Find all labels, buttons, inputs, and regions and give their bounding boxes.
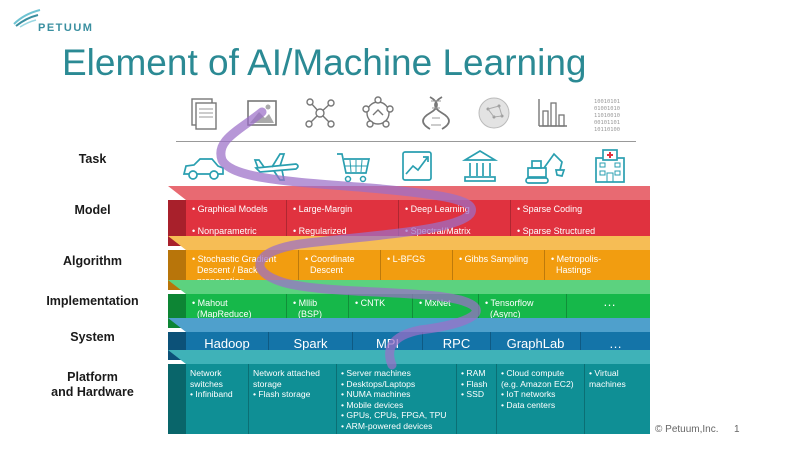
platform-layer: Network switches • Infiniband Network at… — [168, 350, 650, 434]
platform-layer-side — [168, 364, 186, 434]
platform-item: (e.g. Amazon EC2) — [501, 378, 574, 389]
platform-cell-storage: Network attached storage • Flash storage — [248, 364, 336, 434]
system-cell-more: … — [580, 332, 650, 360]
platform-item: • NUMA machines — [341, 389, 411, 400]
row-label-model: Model — [74, 203, 111, 217]
platform-item: • ARM-powered devices — [341, 420, 433, 431]
brand-name: PETUUM — [38, 22, 94, 34]
platform-item: • Cloud compute — [501, 368, 565, 378]
platform-cell-cloud: • Cloud compute (e.g. Amazon EC2) • IoT … — [496, 364, 584, 434]
algorithm-cell: • Gibbs Sampling — [452, 250, 544, 290]
platform-item: • RAM — [461, 368, 486, 378]
platform-cell-virtual: • Virtual machines — [584, 364, 650, 434]
platform-item: • GPUs, CPUs, FPGA, TPU — [341, 410, 447, 421]
bar-chart-icon — [538, 99, 567, 127]
hospital-icon — [595, 149, 625, 183]
implementation-cell: • CNTK — [348, 294, 412, 328]
shopping-cart-icon — [337, 153, 371, 183]
platform-item: • Data centers — [501, 399, 556, 410]
petuum-logo: PETUUM — [12, 8, 102, 38]
platform-cell-memory: • RAM • Flash • SSD — [456, 364, 496, 434]
globe-icon — [478, 97, 510, 129]
platform-item: • IoT networks — [501, 389, 556, 400]
system-layer-top — [168, 318, 650, 332]
excavator-icon — [525, 152, 566, 184]
dna-icon — [422, 96, 450, 130]
svg-text:10110100: 10110100 — [594, 127, 620, 133]
row-label-algorithm: Algorithm — [62, 254, 123, 268]
trading-chart-icon — [402, 151, 432, 181]
neural-net-icon — [362, 96, 394, 128]
platform-item: • Desktops/Laptops — [341, 378, 416, 389]
platform-item: switches — [190, 378, 223, 389]
platform-item: Network attached — [253, 368, 320, 378]
model-layer-side — [168, 200, 186, 246]
implementation-cell: • MxNet — [412, 294, 478, 328]
platform-item: • Mobile devices — [341, 399, 404, 410]
row-label-system: System — [70, 330, 115, 344]
system-cell-rpc: RPC — [422, 332, 490, 360]
implementation-cell: • Mllib (BSP) — [286, 294, 348, 328]
algorithm-cell: • Metropolis- Hastings — [544, 250, 650, 290]
platform-item: • Virtual — [589, 368, 619, 378]
algorithm-cell: • L-BFGS — [380, 250, 452, 290]
documents-icon — [191, 98, 217, 130]
svg-text:10010101: 10010101 — [594, 99, 620, 105]
platform-item: • Server machines — [341, 368, 411, 378]
platform-cell-machines: • Server machines • Desktops/Laptops • N… — [336, 364, 456, 434]
svg-text:00101101: 00101101 — [594, 120, 620, 126]
row-label-platform: Platform and Hardware — [51, 370, 134, 399]
system-cell-graphlab: GraphLab — [490, 332, 580, 360]
network-graph-icon — [305, 98, 335, 128]
platform-item: • Infiniband — [190, 389, 233, 400]
implementation-cell: • Mahout (MapReduce) — [192, 298, 252, 319]
platform-item: Network — [190, 368, 222, 378]
bank-icon — [461, 150, 499, 182]
platform-item: • Flash storage — [253, 389, 311, 400]
divider — [176, 141, 636, 142]
copyright-footer: © Petuum,Inc. — [655, 424, 719, 435]
platform-layer-top — [168, 350, 650, 364]
svg-text:11010010: 11010010 — [594, 113, 620, 119]
petuum-logo-icon — [13, 9, 41, 28]
page-number: 1 — [734, 424, 740, 435]
algorithm-cell: • Coordinate Descent — [298, 250, 380, 290]
car-icon — [182, 158, 224, 180]
platform-item: storage — [253, 378, 282, 389]
platform-item: • Flash — [461, 378, 488, 389]
platform-item: • SSD — [461, 389, 485, 400]
row-label-implementation: Implementation — [46, 294, 139, 308]
svg-text:01001010: 01001010 — [594, 106, 620, 112]
platform-layer-front: Network switches • Infiniband Network at… — [186, 364, 650, 434]
platform-cell-network: Network switches • Infiniband — [186, 364, 248, 434]
system-cell-hadoop: Hadoop — [204, 336, 250, 351]
platform-item: machines — [589, 378, 626, 389]
page-title: Element of AI/Machine Learning — [62, 42, 587, 83]
implementation-cell-more: … — [566, 294, 650, 328]
system-cell-spark: Spark — [268, 332, 352, 360]
row-label-task: Task — [78, 152, 107, 166]
